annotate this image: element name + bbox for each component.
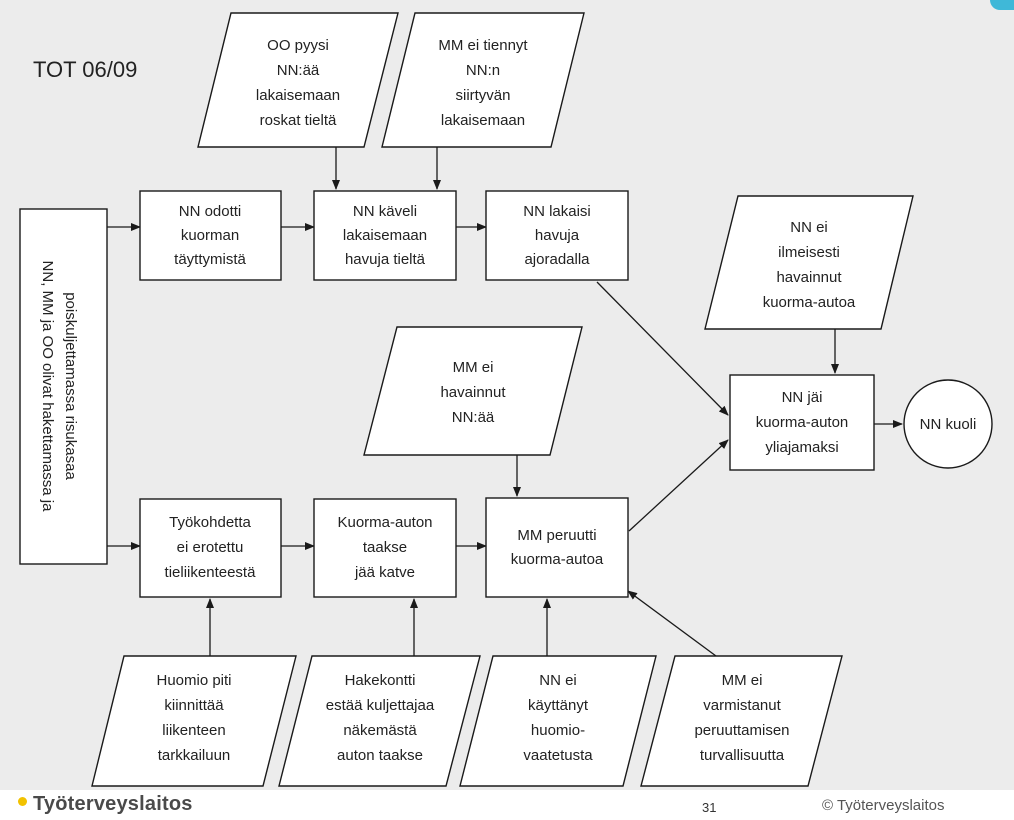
box-tyokohdetta: Työkohdetta ei erotettu tieliikenteestä [139, 498, 282, 598]
box-tyokohdetta-line-1: Työkohdetta [169, 514, 251, 531]
factor-mm-ei-tiennyt-line-4: lakaisemaan [441, 112, 525, 129]
origin-box: NN, MM ja OO olivat hakettamassa ja pois… [19, 208, 108, 565]
copyright-notice: © Työterveyslaitos [822, 797, 945, 814]
box-nn-kaveli: NN käveli lakaisemaan havuja tieltä [313, 190, 457, 281]
logo-dot-icon [18, 797, 27, 806]
factor-nn-ei-havainnut-line-1: NN ei [790, 219, 828, 236]
box-nn-odotti: NN odotti kuorman täyttymistä [139, 190, 282, 281]
box-nn-odotti-line-1: NN odotti [179, 203, 242, 220]
factor-nn-ei-havainnut-line-3: havainnut [776, 269, 842, 286]
factor-mm-ei-varmistanut-line-3: peruuttamisen [694, 722, 789, 739]
factor-hakekontti-line-2: estää kuljettajaa [326, 697, 435, 714]
factor-nn-ei-havainnut: NN ei ilmeisesti havainnut kuorma-autoa [704, 195, 914, 330]
factor-oo-pyysi-line-3: lakaisemaan [256, 87, 340, 104]
factor-mm-ei-varmistanut-line-1: MM ei [722, 672, 763, 689]
box-mm-peruutti-line-1: MM peruutti [517, 527, 596, 544]
factor-mm-ei-varmistanut-line-4: turvallisuutta [700, 747, 785, 764]
factor-huomio: Huomio piti kiinnittää liikenteen tarkka… [91, 655, 297, 787]
factor-mm-ei-havainnut-line-3: NN:ää [452, 409, 495, 426]
circle-nn-kuoli-label: NN kuoli [920, 416, 977, 433]
factor-huomio-line-4: tarkkailuun [158, 747, 231, 764]
box-mm-peruutti: MM peruutti kuorma-autoa [485, 497, 629, 598]
factor-mm-ei-tiennyt-line-3: siirtyvän [455, 87, 510, 104]
factor-hakekontti-line-4: auton taakse [337, 747, 423, 764]
diagram-title: TOT 06/09 [33, 57, 137, 82]
factor-nn-ei-havainnut-line-4: kuorma-autoa [763, 294, 856, 311]
origin-label-line-2: poiskuljettamassa risukasaa [62, 292, 79, 480]
box-nn-kaveli-line-2: lakaisemaan [343, 227, 427, 244]
factor-mm-ei-tiennyt-line-2: NN:n [466, 62, 500, 79]
factor-nn-ei-kayttanyt-line-2: käyttänyt [528, 697, 589, 714]
factor-mm-ei-varmistanut-line-2: varmistanut [703, 697, 781, 714]
factor-mm-ei-tiennyt: MM ei tiennyt NN:n siirtyvän lakaisemaan [381, 12, 585, 148]
factor-nn-ei-kayttanyt-line-1: NN ei [539, 672, 577, 689]
factor-nn-ei-kayttanyt: NN ei käyttänyt huomio- vaatetusta [459, 655, 657, 787]
factor-mm-ei-havainnut-line-2: havainnut [440, 384, 506, 401]
box-nn-kaveli-line-1: NN käveli [353, 203, 417, 220]
factor-mm-ei-havainnut: MM ei havainnut NN:ää [363, 326, 583, 456]
factor-oo-pyysi-line-2: NN:ää [277, 62, 320, 79]
factor-nn-ei-kayttanyt-line-4: vaatetusta [523, 747, 593, 764]
factor-hakekontti: Hakekontti estää kuljettajaa näkemästä a… [278, 655, 481, 787]
factor-mm-ei-tiennyt-line-1: MM ei tiennyt [438, 37, 528, 54]
factor-mm-ei-havainnut-line-1: MM ei [453, 359, 494, 376]
page-number: 31 [702, 800, 717, 815]
factor-huomio-line-3: liikenteen [162, 722, 225, 739]
factor-oo-pyysi-line-4: roskat tieltä [260, 112, 337, 129]
factor-nn-ei-havainnut-line-2: ilmeisesti [778, 244, 840, 261]
box-nn-lakaisi-line-3: ajoradalla [524, 251, 590, 268]
factor-huomio-line-1: Huomio piti [156, 672, 231, 689]
arrow-peruutti-to-jai [628, 439, 729, 532]
box-nn-kaveli-line-3: havuja tieltä [345, 251, 426, 268]
box-nn-lakaisi: NN lakaisi havuja ajoradalla [485, 190, 629, 281]
factor-huomio-line-2: kiinnittää [164, 697, 224, 714]
box-kuorma-auton-katve: Kuorma-auton taakse jää katve [313, 498, 457, 598]
box-nn-jai-line-1: NN jäi [782, 389, 823, 406]
box-tyokohdetta-line-2: ei erotettu [177, 539, 244, 556]
factor-oo-pyysi: OO pyysi NN:ää lakaisemaan roskat tieltä [197, 12, 399, 148]
box-nn-odotti-line-3: täyttymistä [174, 251, 246, 268]
origin-label-line-1: NN, MM ja OO olivat hakettamassa ja [39, 261, 56, 513]
box-katve-line-2: taakse [363, 539, 407, 556]
box-nn-odotti-line-2: kuorman [181, 227, 239, 244]
arrow-mm-ei-varmistanut-to-peruutti [627, 590, 717, 657]
causal-flow-diagram: TOT 06/09 NN, MM ja OO olivat hakettamas… [19, 12, 993, 787]
box-nn-jai: NN jäi kuorma-auton yliajamaksi [729, 374, 875, 471]
arrow-lakaisi-to-jai [596, 281, 729, 416]
box-katve-line-3: jää katve [354, 564, 415, 581]
box-nn-lakaisi-line-2: havuja [535, 227, 580, 244]
factor-hakekontti-line-1: Hakekontti [345, 672, 416, 689]
box-tyokohdetta-line-3: tieliikenteestä [165, 564, 257, 581]
factor-hakekontti-line-3: näkemästä [343, 722, 417, 739]
circle-nn-kuoli: NN kuoli [903, 379, 993, 469]
factor-mm-ei-varmistanut: MM ei varmistanut peruuttamisen turvalli… [640, 655, 843, 787]
box-nn-jai-line-2: kuorma-auton [756, 414, 849, 431]
footer-logo-text: Työterveyslaitos [33, 793, 193, 815]
box-katve-line-1: Kuorma-auton [337, 514, 432, 531]
factor-oo-pyysi-line-1: OO pyysi [267, 37, 329, 54]
corner-accent [990, 0, 1014, 10]
box-nn-jai-line-3: yliajamaksi [765, 439, 838, 456]
factor-nn-ei-kayttanyt-line-3: huomio- [531, 722, 585, 739]
connectors [107, 147, 903, 657]
footer-logo: Työterveyslaitos [18, 793, 193, 816]
box-nn-lakaisi-line-1: NN lakaisi [523, 203, 591, 220]
box-mm-peruutti-line-2: kuorma-autoa [511, 551, 604, 568]
